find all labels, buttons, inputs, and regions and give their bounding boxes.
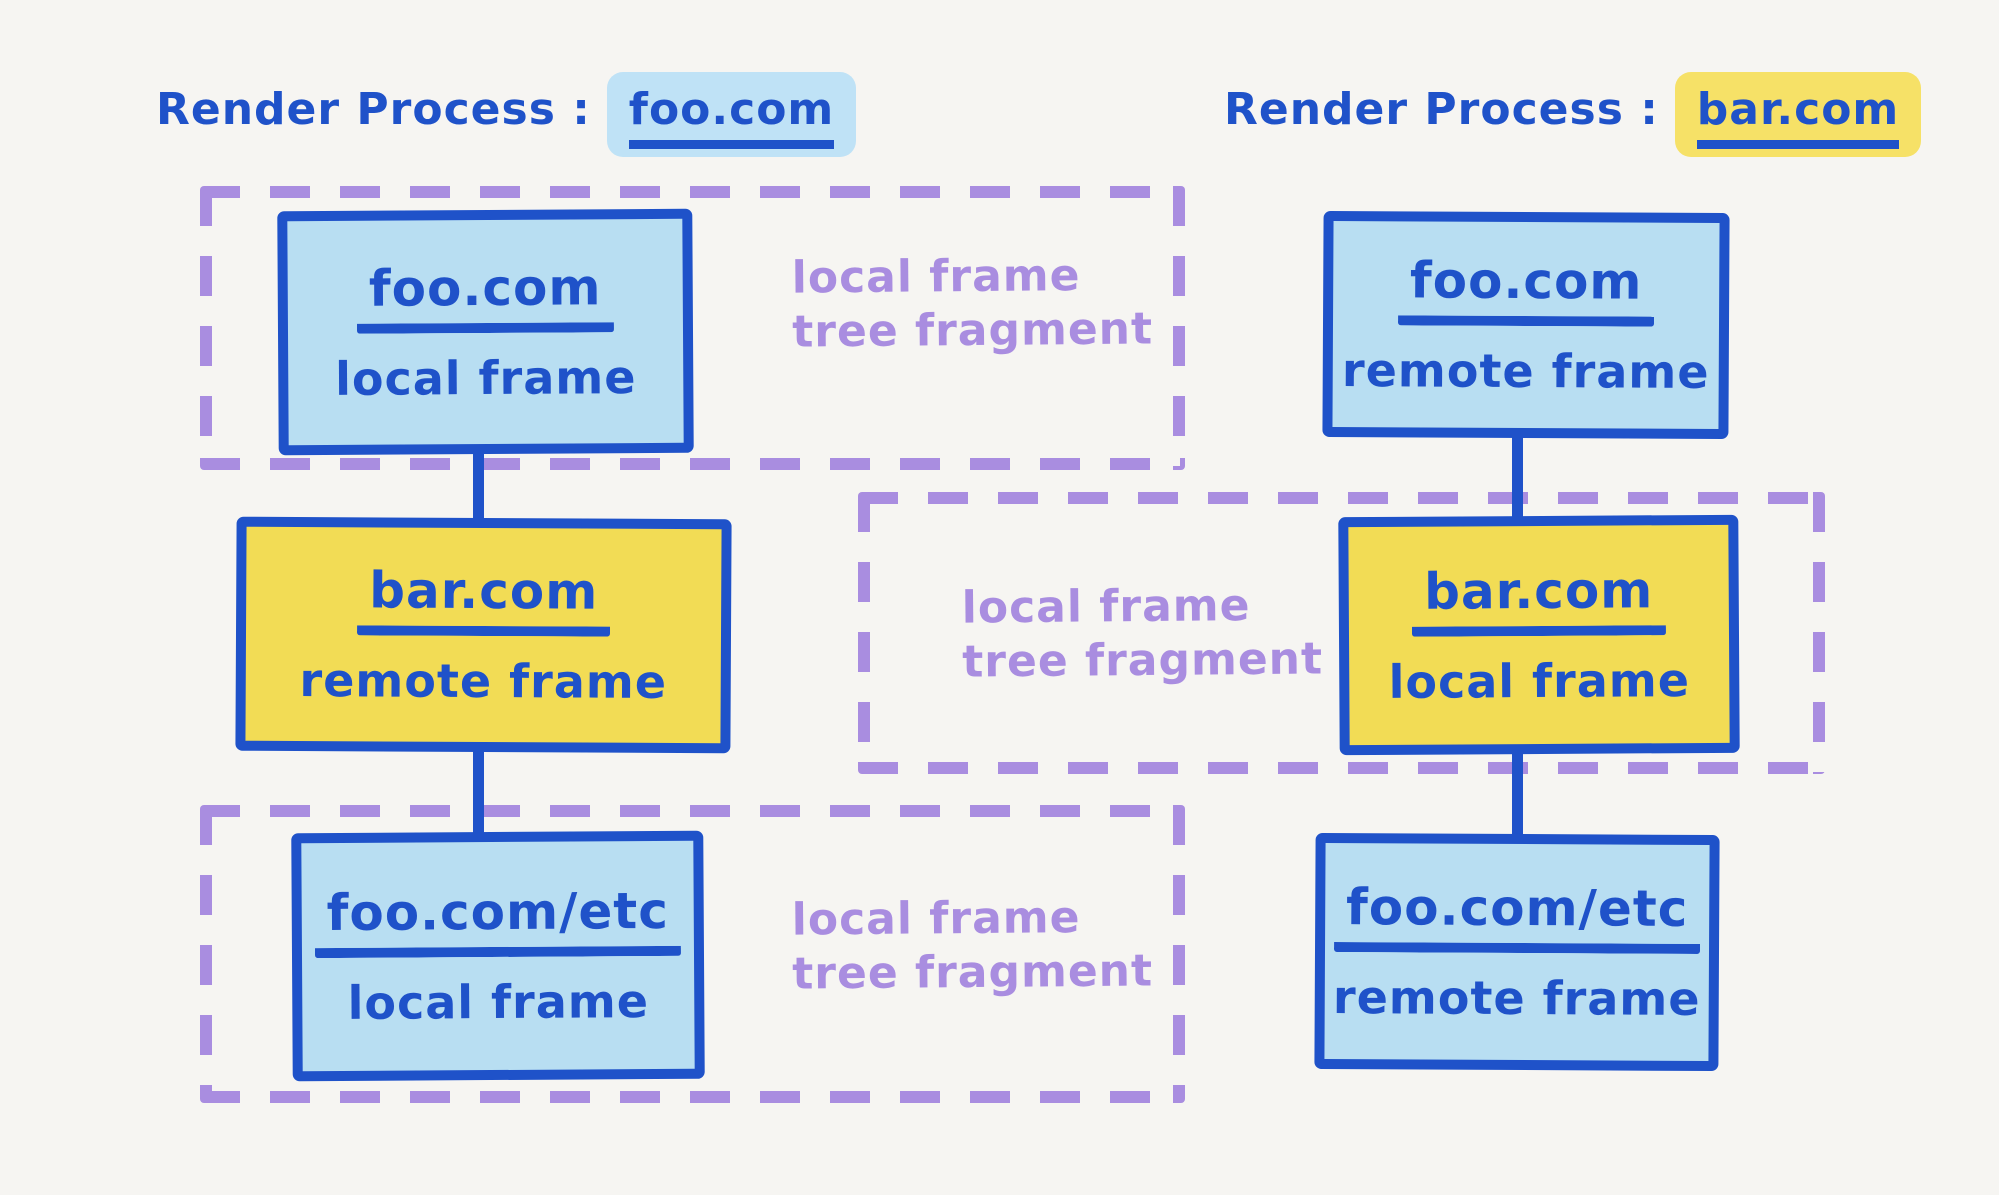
- frame-domain: foo.com: [1397, 251, 1655, 327]
- frame-node-right-fooetc-remote: foo.com/etc remote frame: [1314, 832, 1720, 1072]
- render-process-title-foo: Render Process : foo.com: [156, 72, 857, 157]
- frame-type-label: remote frame: [299, 653, 668, 709]
- render-process-title-prefix: Render Process :: [1224, 84, 1659, 135]
- frame-node-right-foo-remote: foo.com remote frame: [1322, 210, 1730, 440]
- render-process-domain-foo: foo.com: [628, 84, 835, 149]
- render-process-domain-bar: bar.com: [1696, 84, 1900, 149]
- render-process-title-bar: Render Process : bar.com: [1224, 72, 1922, 157]
- connector-left-bottom: [473, 746, 484, 840]
- fragment-label-line2: tree fragment: [962, 633, 1324, 688]
- frame-type-label: local frame: [334, 350, 637, 406]
- frame-node-left-foo-local: foo.com local frame: [277, 208, 694, 456]
- frame-domain: foo.com/etc: [1333, 878, 1701, 954]
- fragment-label-left-bottom: local frame tree fragment: [792, 890, 1154, 1000]
- frame-node-left-fooetc-local: foo.com/etc local frame: [291, 830, 705, 1082]
- render-process-domain-highlight-foo: foo.com: [606, 72, 857, 157]
- fragment-label-line2: tree fragment: [792, 945, 1154, 1000]
- frame-domain: bar.com: [1412, 561, 1666, 637]
- connector-left-top: [473, 446, 484, 528]
- render-process-title-prefix: Render Process :: [156, 84, 591, 135]
- fragment-label-line1: local frame: [961, 580, 1251, 634]
- connector-right-bottom: [1512, 748, 1523, 842]
- frame-domain: foo.com/etc: [314, 882, 682, 959]
- frame-domain: bar.com: [356, 561, 611, 637]
- frame-type-label: remote frame: [1341, 343, 1710, 399]
- fragment-label-right: local frame tree fragment: [962, 578, 1324, 688]
- frame-type-label: remote frame: [1332, 970, 1701, 1026]
- connector-right-top: [1512, 430, 1523, 524]
- frame-type-label: local frame: [347, 974, 650, 1030]
- frame-domain: foo.com: [356, 258, 614, 334]
- fragment-label-line2: tree fragment: [792, 303, 1154, 358]
- frame-node-right-bar-local: bar.com local frame: [1338, 514, 1740, 756]
- fragment-label-left-top: local frame tree fragment: [792, 248, 1154, 358]
- frame-node-left-bar-remote: bar.com remote frame: [235, 516, 732, 754]
- fragment-label-line1: local frame: [791, 250, 1081, 304]
- render-process-domain-highlight-bar: bar.com: [1674, 72, 1922, 157]
- frame-type-label: local frame: [1388, 653, 1691, 709]
- fragment-label-line1: local frame: [791, 892, 1081, 946]
